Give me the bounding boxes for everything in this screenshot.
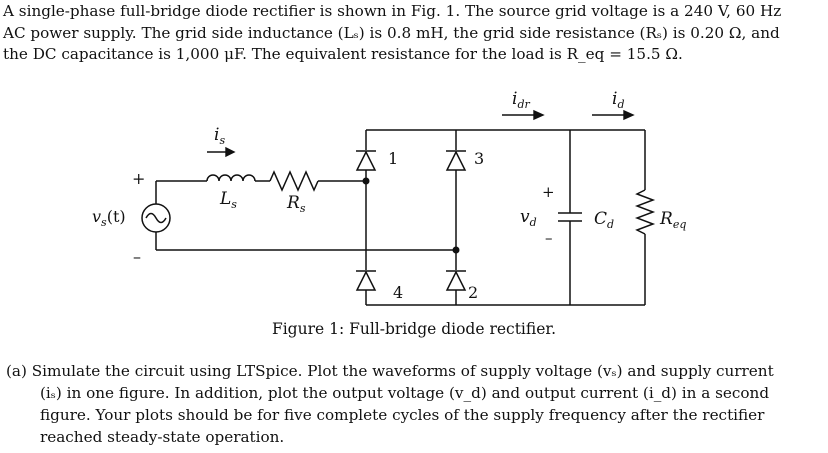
question-a-text-1: Simulate the circuit using LTSpice. Plot… <box>31 362 774 380</box>
label-is: is <box>214 125 225 147</box>
diode-2-label: 2 <box>468 283 478 302</box>
diode-4 <box>355 270 377 291</box>
cap-plus: + <box>542 183 555 201</box>
label-ls: Ls <box>219 189 237 211</box>
problem-statement: A single-phase full-bridge diode rectifi… <box>3 1 825 66</box>
question-a-line-4: reached steady-state operation. <box>40 428 285 446</box>
label-rs: Rs <box>286 193 306 215</box>
diode-3 <box>445 150 467 171</box>
figure-caption: Figure 1: Full-bridge diode rectifier. <box>271 320 557 338</box>
resistor-rs <box>269 170 319 192</box>
intro-line-3: the DC capacitance is 1,000 μF. The equi… <box>3 45 683 63</box>
diode-4-label: 4 <box>393 283 403 302</box>
label-vd: vd <box>520 207 537 229</box>
diode-1 <box>355 150 377 171</box>
junction-dot-right <box>452 246 460 254</box>
question-a-line-3: figure. Your plots should be for five co… <box>40 406 765 424</box>
label-vs: vs(t) <box>92 207 126 229</box>
rectifier-circuit-diagram: is Ls Rs vs(t) + – 1 3 4 2 idr id vd + –… <box>92 89 686 306</box>
label-idr: idr <box>512 89 530 111</box>
label-cd: Cd <box>594 209 614 231</box>
diode-3-label: 3 <box>474 149 484 168</box>
inductor-ls <box>206 174 256 182</box>
cap-minus: – <box>545 229 553 247</box>
question-a-line-2: (iₛ) in one figure. In addition, plot th… <box>40 384 770 402</box>
question-a-line-1: (a) Simulate the circuit using LTSpice. … <box>6 360 826 382</box>
source-plus: + <box>132 169 145 188</box>
ac-source-wave <box>145 212 167 224</box>
diode-2 <box>445 270 467 291</box>
junction-dot-left <box>362 177 370 185</box>
intro-line-2: AC power supply. The grid side inductanc… <box>3 23 780 42</box>
question-a-label: (a) <box>6 362 27 380</box>
question-a: (a) Simulate the circuit using LTSpice. … <box>6 360 826 448</box>
resistor-req <box>634 189 656 235</box>
diode-1-label: 1 <box>388 149 398 168</box>
source-minus: – <box>133 247 141 266</box>
label-id: id <box>612 89 624 111</box>
intro-line-1: A single-phase full-bridge diode rectifi… <box>3 2 782 20</box>
label-req: Req <box>659 209 686 231</box>
